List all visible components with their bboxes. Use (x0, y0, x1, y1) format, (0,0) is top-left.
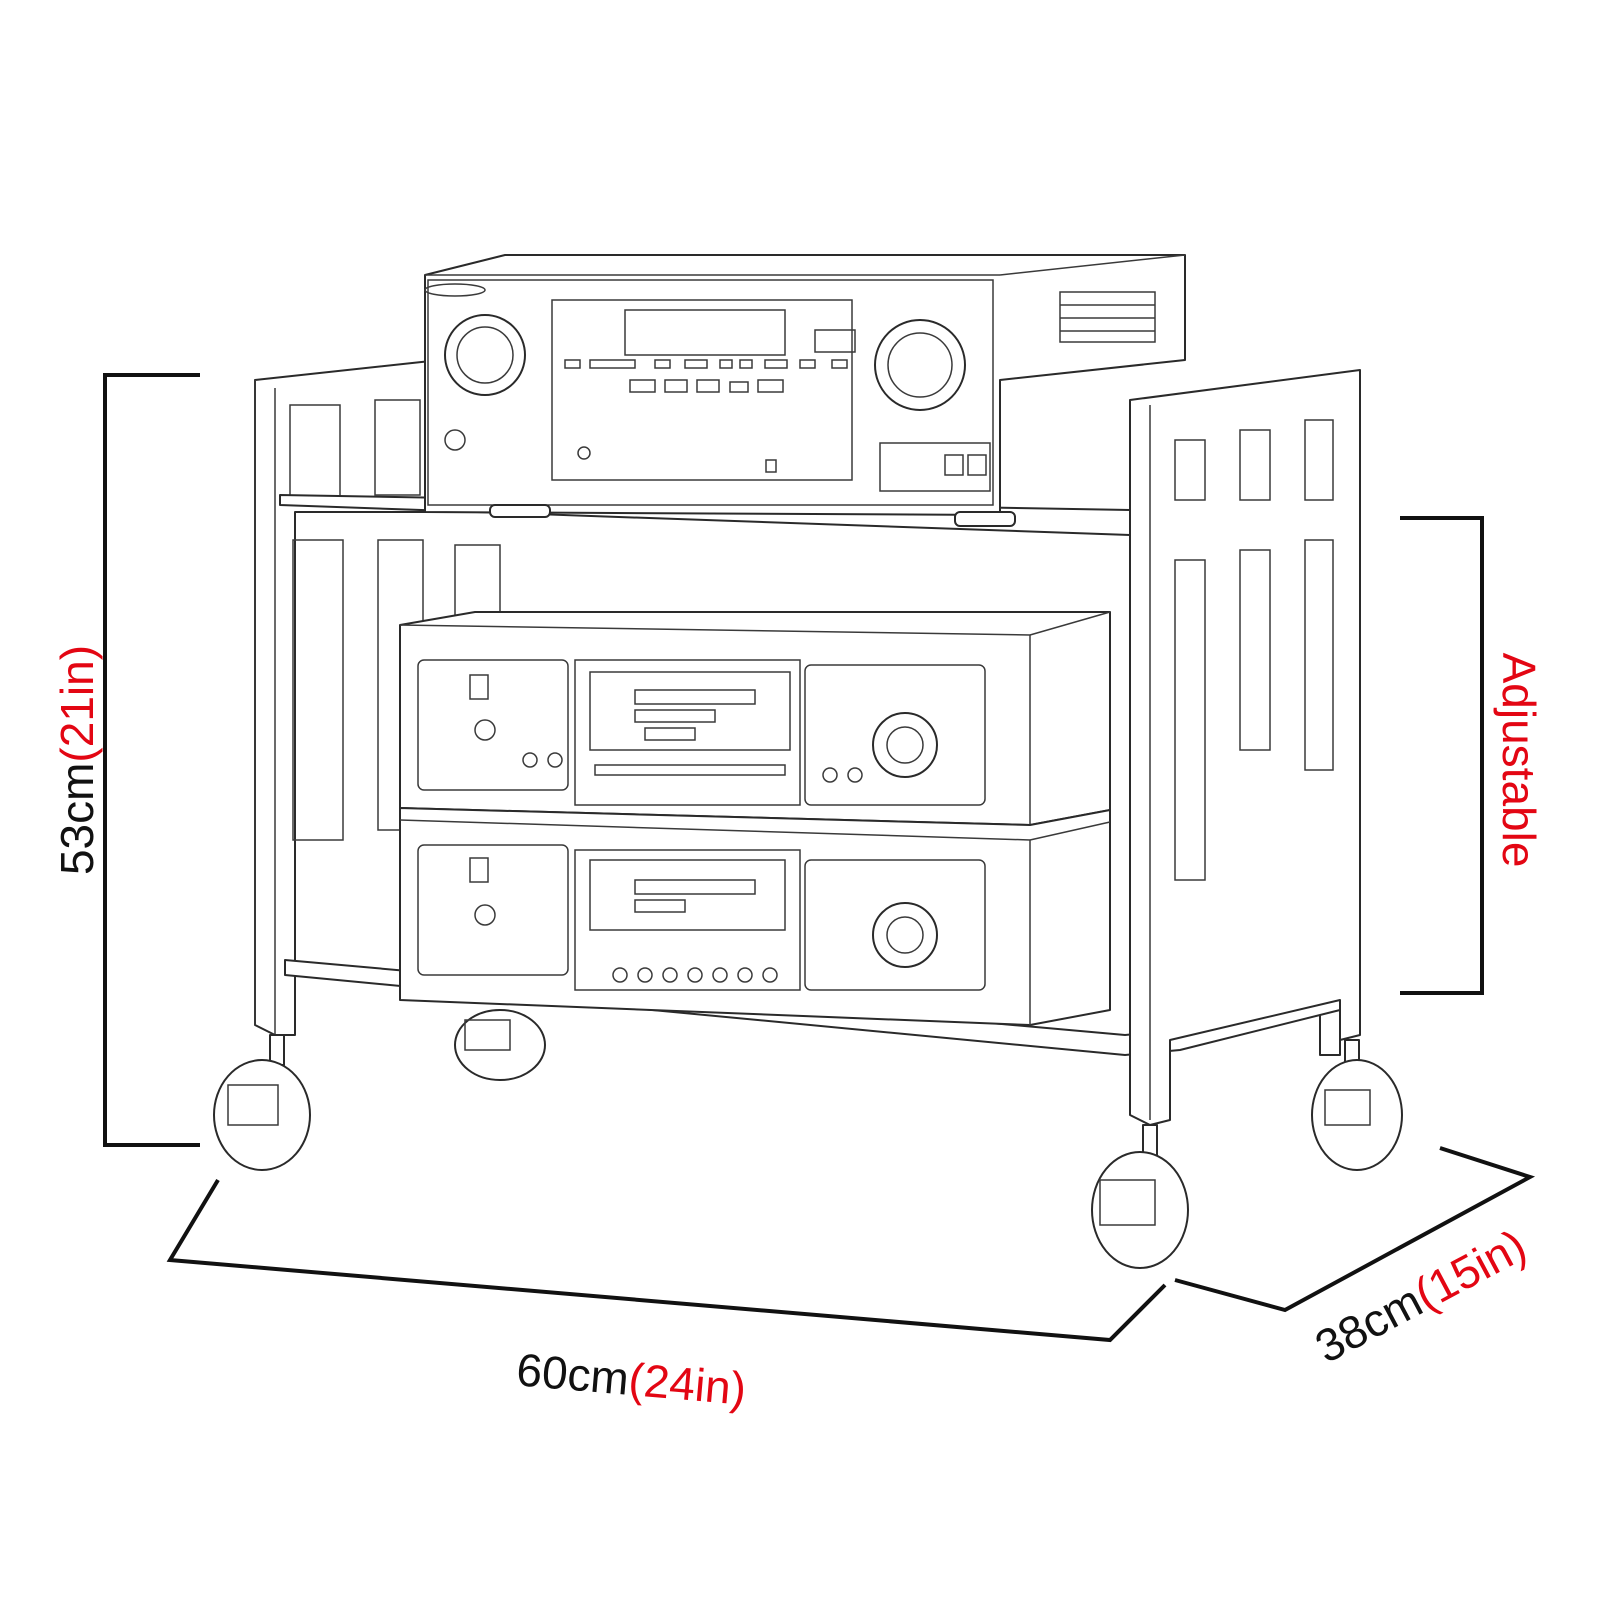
lower-cd-knob (872, 902, 938, 968)
depth-label: 38cm(15in) (1307, 1219, 1535, 1373)
height-metric: 53cm (51, 763, 103, 875)
width-label: 60cm(24in) (515, 1343, 749, 1414)
adjustable-dimension-bracket (1400, 516, 1484, 995)
caster-wheel-front-left (213, 1034, 311, 1171)
width-imperial: (24in) (627, 1353, 749, 1415)
upper-cd-player (399, 611, 1111, 826)
width-metric: 60cm (515, 1343, 632, 1404)
height-imperial: (21in) (51, 645, 103, 763)
height-dimension-bracket (103, 373, 200, 1147)
upper-cd-tray (594, 764, 786, 776)
av-receiver (424, 254, 1186, 527)
lower-cd-display (589, 859, 786, 931)
caster-wheel-back-left (454, 1009, 546, 1081)
right-side-panel (1129, 369, 1361, 1126)
width-dimension-bracket (166, 1178, 1167, 1343)
receiver-display (624, 309, 786, 356)
left-side-panel (254, 359, 501, 1036)
brand-logo (424, 283, 486, 297)
adjustable-label: Adjustable (1493, 653, 1545, 868)
height-label: 53cm(21in) (51, 645, 103, 875)
caster-wheel-back-right (1311, 1039, 1403, 1171)
upper-cd-knob (872, 712, 938, 778)
upper-cd-display (589, 671, 791, 751)
av-cart-illustration (213, 254, 1403, 1269)
lower-cd-player (399, 807, 1111, 1026)
caster-wheel-front-right (1091, 1124, 1189, 1269)
depth-dimension-bracket (1174, 1146, 1536, 1313)
